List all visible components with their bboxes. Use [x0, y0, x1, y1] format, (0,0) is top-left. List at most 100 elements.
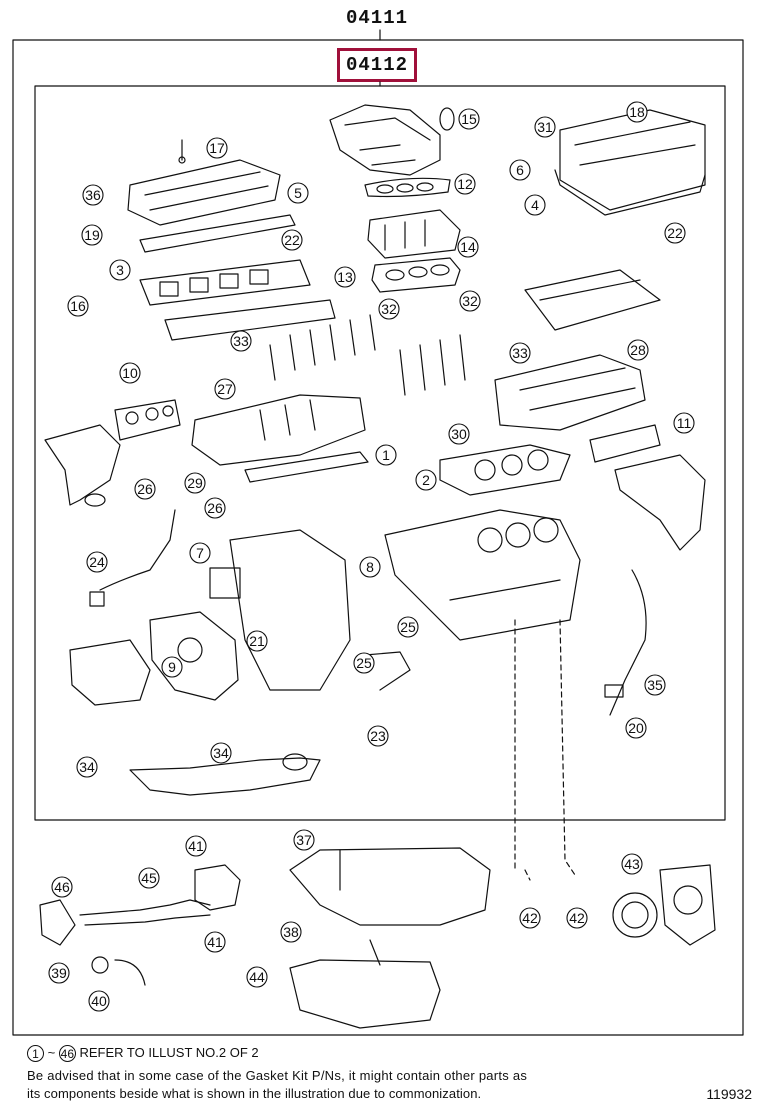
callout-2: 2	[415, 469, 437, 491]
callout-4: 4	[524, 194, 546, 216]
head-gasket-right-part	[439, 444, 571, 496]
callout-number[interactable]: 27	[217, 381, 233, 397]
callout-number[interactable]: 41	[188, 838, 204, 854]
callout-number[interactable]: 25	[356, 655, 372, 671]
callout-number[interactable]: 28	[630, 342, 646, 358]
callout-number[interactable]: 3	[116, 262, 124, 278]
callout-number[interactable]: 12	[457, 176, 473, 192]
callout-number[interactable]: 34	[213, 745, 229, 761]
oil-pan-lower-part	[289, 959, 441, 1029]
head-cover-right-part	[559, 109, 706, 211]
callout-number[interactable]: 30	[451, 426, 467, 442]
callout-number[interactable]: 23	[370, 728, 386, 744]
callout-number[interactable]: 17	[209, 140, 225, 156]
callout-18: 18	[626, 101, 648, 123]
callout-23: 23	[367, 725, 389, 747]
callout-46: 46	[51, 876, 73, 898]
exhaust-pipe-part	[129, 757, 321, 796]
callout-number[interactable]: 4	[531, 197, 539, 213]
callout-25-upper: 25	[397, 616, 419, 638]
intake-plenum-part	[329, 104, 441, 176]
manifold-gasket-part	[371, 257, 461, 293]
callout-number[interactable]: 14	[460, 239, 476, 255]
callout-number[interactable]: 22	[667, 225, 683, 241]
callout-number[interactable]: 24	[89, 554, 105, 570]
callout-25-lower: 25	[353, 652, 375, 674]
reference-note: 1 ~ 46 REFER TO ILLUST NO.2 OF 2	[27, 1045, 259, 1063]
callout-16: 16	[67, 295, 89, 317]
callout-number[interactable]: 18	[629, 104, 645, 120]
callout-number[interactable]: 16	[70, 298, 86, 314]
callout-number[interactable]: 32	[381, 301, 397, 317]
callout-number[interactable]: 33	[512, 345, 528, 361]
callout-27: 27	[214, 378, 236, 400]
callout-number[interactable]: 41	[207, 934, 223, 950]
callout-number[interactable]: 33	[233, 333, 249, 349]
callout-number[interactable]: 43	[624, 856, 640, 872]
callout-28: 28	[627, 339, 649, 361]
callout-number[interactable]: 21	[249, 633, 265, 649]
callout-number[interactable]: 22	[284, 232, 300, 248]
callout-number[interactable]: 13	[337, 269, 353, 285]
illustration-id: 119932	[706, 1086, 752, 1102]
callout-number[interactable]: 5	[294, 185, 302, 201]
callout-number[interactable]: 44	[249, 969, 265, 985]
callout-number[interactable]: 6	[516, 162, 524, 178]
callout-31: 31	[534, 116, 556, 138]
callout-number[interactable]: 39	[51, 965, 67, 981]
callout-22-right: 22	[664, 222, 686, 244]
outer-frame	[12, 39, 744, 1036]
callout-number[interactable]: 10	[122, 365, 138, 381]
callout-41-lower: 41	[204, 931, 226, 953]
callout-number[interactable]: 31	[537, 119, 553, 135]
callout-26-upper: 26	[134, 478, 156, 500]
callout-number[interactable]: 36	[85, 187, 101, 203]
callout-number[interactable]: 25	[400, 619, 416, 635]
callout-number[interactable]: 37	[296, 832, 312, 848]
callout-number[interactable]: 45	[141, 870, 157, 886]
callout-20: 20	[625, 717, 647, 739]
callout-22-left: 22	[281, 229, 303, 251]
callout-40: 40	[88, 990, 110, 1012]
callout-33-right: 33	[509, 342, 531, 364]
callout-number[interactable]: 8	[366, 559, 374, 575]
callout-number[interactable]: 19	[84, 227, 100, 243]
callout-9: 9	[161, 656, 183, 678]
callout-number[interactable]: 32	[462, 293, 478, 309]
callout-13: 13	[334, 266, 356, 288]
callout-number[interactable]: 40	[91, 993, 107, 1009]
callout-number[interactable]: 26	[207, 500, 223, 516]
callout-45: 45	[138, 867, 160, 889]
callout-number[interactable]: 1	[382, 447, 390, 463]
callout-number[interactable]: 38	[283, 924, 299, 940]
callout-26-lower: 26	[204, 497, 226, 519]
callout-1: 1	[375, 444, 397, 466]
callout-42-right: 42	[566, 907, 588, 929]
callout-number[interactable]: 46	[54, 879, 70, 895]
callout-21: 21	[246, 630, 268, 652]
exhaust-manifold-right-part	[614, 454, 706, 551]
callout-12: 12	[454, 173, 476, 195]
callout-number[interactable]: 42	[569, 910, 585, 926]
timing-cover-part	[229, 529, 351, 691]
camshaft-left-part	[164, 299, 336, 341]
callout-8: 8	[359, 556, 381, 578]
oil-pipe-part	[99, 509, 176, 591]
callout-number[interactable]: 29	[187, 475, 203, 491]
kit-code-label[interactable]: 04112	[337, 48, 417, 82]
callout-number[interactable]: 20	[628, 720, 644, 736]
callout-number[interactable]: 34	[79, 759, 95, 775]
callout-number[interactable]: 7	[196, 545, 204, 561]
callout-11: 11	[673, 412, 695, 434]
oil-seal-part	[612, 892, 658, 938]
callout-number[interactable]: 15	[461, 111, 477, 127]
callout-37: 37	[293, 829, 315, 851]
callout-7: 7	[189, 542, 211, 564]
callout-number[interactable]: 2	[422, 472, 430, 488]
callout-number[interactable]: 11	[677, 415, 692, 431]
callout-number[interactable]: 9	[168, 659, 176, 675]
callout-number[interactable]: 42	[522, 910, 538, 926]
cylinder-head-right-part	[494, 354, 646, 431]
callout-number[interactable]: 35	[647, 677, 663, 693]
callout-number[interactable]: 26	[137, 481, 153, 497]
